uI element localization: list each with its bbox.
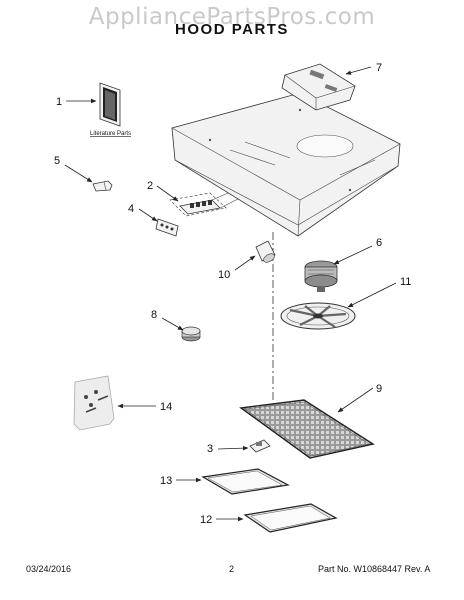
callout-10: 10 bbox=[218, 269, 230, 281]
footer-date: 03/24/2016 bbox=[26, 564, 72, 574]
part-8-socket[interactable] bbox=[181, 326, 201, 342]
callout-11: 11 bbox=[400, 276, 411, 288]
page-title: HOOD PARTS bbox=[175, 21, 289, 38]
part-9-grease-filter[interactable] bbox=[239, 399, 375, 459]
part-7-damper[interactable] bbox=[281, 63, 356, 111]
part-5-clip[interactable] bbox=[92, 180, 113, 192]
callout-2: 2 bbox=[147, 180, 153, 192]
part-4-screws[interactable] bbox=[155, 218, 179, 237]
callout-8: 8 bbox=[151, 309, 157, 321]
callout-3: 3 bbox=[207, 443, 213, 455]
part-hood-body[interactable] bbox=[171, 92, 401, 237]
callout-14: 14 bbox=[160, 401, 172, 413]
callout-12: 12 bbox=[200, 514, 212, 526]
part-10-capacitor[interactable] bbox=[255, 240, 276, 264]
part-1-literature[interactable] bbox=[99, 82, 121, 127]
watermark: AppliancePartsPros.com bbox=[88, 4, 376, 30]
part-13-lens[interactable] bbox=[201, 468, 290, 495]
callout-6: 6 bbox=[376, 237, 382, 249]
callout-13: 13 bbox=[160, 475, 172, 487]
part-6-motor[interactable] bbox=[304, 260, 338, 292]
part-14-hardware-bag[interactable] bbox=[73, 375, 115, 431]
part-12-panel[interactable] bbox=[243, 503, 338, 533]
part-11-blower-wheel[interactable] bbox=[280, 302, 356, 330]
callout-9: 9 bbox=[376, 383, 382, 395]
part-3-filter-latch[interactable] bbox=[249, 439, 271, 453]
literature-parts-label: Literature Parts bbox=[90, 131, 131, 137]
callout-4: 4 bbox=[128, 203, 134, 215]
footer-part-number: Part No. W10868447 Rev. A bbox=[318, 564, 431, 574]
footer-page-number: 2 bbox=[229, 564, 235, 574]
callout-7: 7 bbox=[376, 62, 382, 74]
callout-1: 1 bbox=[56, 96, 62, 108]
callout-5: 5 bbox=[54, 155, 60, 167]
